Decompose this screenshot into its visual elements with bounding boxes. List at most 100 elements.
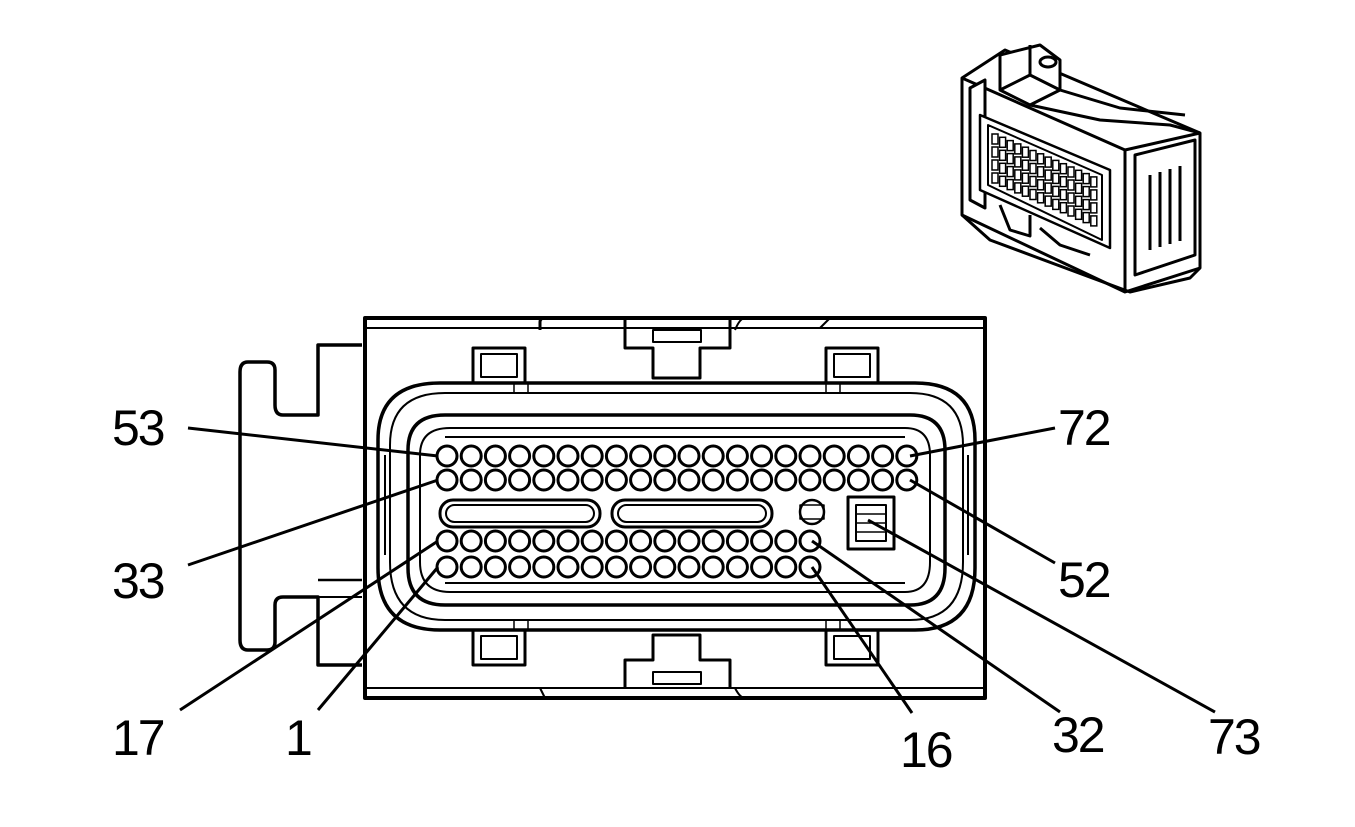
pin-terminal: [653, 468, 677, 492]
isometric-terminal: [1021, 172, 1030, 184]
pin-terminal: [725, 555, 749, 579]
isometric-terminal: [1036, 153, 1045, 165]
pin-terminal: [459, 444, 483, 468]
isometric-terminal: [1082, 198, 1090, 211]
pin-terminal: [604, 444, 628, 468]
isometric-terminal: [991, 159, 999, 171]
isometric-terminal: [1082, 172, 1090, 185]
pin-terminal: [629, 468, 653, 492]
isometric-terminal: [1090, 189, 1098, 201]
pin-terminal: [580, 444, 604, 468]
pin-terminal: [653, 529, 677, 553]
isometric-terminal: [998, 149, 1007, 162]
isometric-terminal: [1014, 156, 1022, 168]
label-pin-16: 16: [900, 722, 952, 778]
pin-terminal: [629, 555, 653, 579]
isometric-terminal: [1021, 185, 1030, 197]
isometric-terminal: [1036, 192, 1045, 204]
pin-terminal: [725, 529, 749, 553]
pin-terminal: [556, 529, 580, 553]
pin-terminal: [677, 555, 701, 579]
isometric-terminal: [1014, 143, 1022, 155]
pin-terminal: [871, 444, 895, 468]
isometric-terminal: [1029, 162, 1037, 175]
pin-terminal: [532, 529, 556, 553]
pin-terminal: [508, 529, 532, 553]
pin-terminal: [846, 468, 870, 492]
isometric-terminal: [1090, 215, 1098, 227]
pin-terminal: [435, 529, 459, 553]
pin-terminal: [653, 444, 677, 468]
pin-terminal: [822, 444, 846, 468]
pin-terminal: [435, 468, 459, 492]
pin-terminal: [774, 529, 798, 553]
isometric-terminal: [998, 136, 1007, 149]
pin-terminal: [604, 468, 628, 492]
pin-terminal: [677, 468, 701, 492]
leader-16: [810, 566, 914, 714]
pin-terminal: [532, 444, 556, 468]
isometric-terminal: [1036, 179, 1045, 191]
pin-terminal: [895, 468, 919, 492]
pin-terminal: [798, 529, 822, 553]
isometric-terminal: [1029, 175, 1037, 188]
pin-terminal: [459, 468, 483, 492]
isometric-terminal: [1082, 185, 1090, 198]
pin-terminal: [580, 529, 604, 553]
isometric-terminal: [1006, 152, 1014, 165]
isometric-terminal: [991, 133, 999, 145]
isometric-terminal: [1074, 182, 1083, 195]
isometric-terminal: [998, 162, 1007, 175]
connector-front-view: [238, 316, 987, 700]
pin-terminal: [508, 468, 532, 492]
pin-terminal: [508, 555, 532, 579]
isometric-terminal: [1006, 178, 1014, 191]
pin-terminal: [604, 529, 628, 553]
isometric-terminal: [1067, 205, 1075, 217]
leader-72: [909, 426, 1056, 458]
isometric-terminal: [1052, 159, 1060, 172]
leader-52: [909, 478, 1056, 565]
isometric-terminal: [1059, 175, 1068, 188]
isometric-terminal: [1082, 211, 1090, 224]
isometric-terminal: [1090, 202, 1098, 214]
pin-terminal: [629, 529, 653, 553]
isometric-terminal: [1074, 169, 1083, 182]
pin-terminal: [701, 555, 725, 579]
pin-terminal: [677, 444, 701, 468]
label-pin-52: 52: [1058, 552, 1110, 608]
pin-terminal: [725, 444, 749, 468]
pin-array: [435, 444, 919, 579]
isometric-terminal: [1044, 182, 1052, 194]
isometric-terminal: [1090, 176, 1098, 188]
isometric-terminal: [991, 172, 999, 184]
pin-terminal: [483, 468, 507, 492]
isometric-terminal: [1036, 166, 1045, 178]
label-pin-73: 73: [1208, 709, 1260, 765]
pin-terminal: [604, 555, 628, 579]
isometric-terminal: [1021, 159, 1030, 171]
label-pin-72: 72: [1058, 400, 1110, 456]
label-pin-32: 32: [1052, 707, 1104, 763]
pin-terminal: [725, 468, 749, 492]
pin-terminal: [508, 444, 532, 468]
pin-terminal: [556, 468, 580, 492]
pin-terminal: [846, 444, 870, 468]
pin-terminal: [532, 555, 556, 579]
pin-terminal: [653, 555, 677, 579]
pin-terminal: [677, 529, 701, 553]
isometric-terminal: [1006, 139, 1014, 152]
isometric-terminal: [1006, 165, 1014, 178]
pin-terminal: [750, 444, 774, 468]
isometric-terminal: [1029, 188, 1037, 201]
isometric-terminal: [1067, 192, 1075, 204]
isometric-terminal: [1021, 146, 1030, 158]
pin-terminal: [798, 468, 822, 492]
isometric-terminal: [998, 175, 1007, 188]
pin-terminal: [483, 555, 507, 579]
isometric-terminal: [1014, 169, 1022, 181]
isometric-terminal: [1059, 188, 1068, 201]
label-pin-1: 1: [285, 710, 311, 766]
pin-terminal: [459, 555, 483, 579]
